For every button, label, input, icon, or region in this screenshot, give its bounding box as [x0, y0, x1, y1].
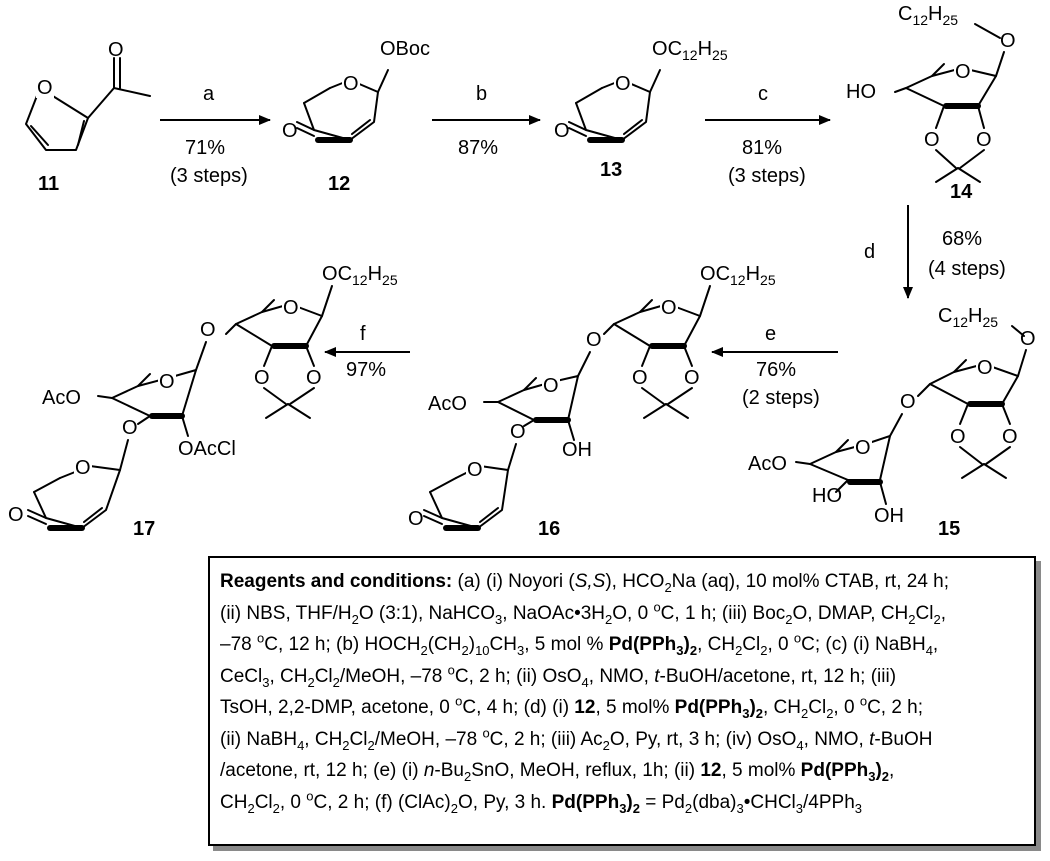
- ring-oxygen: O: [661, 297, 677, 319]
- ketone-oxygen: O: [408, 508, 424, 530]
- conditions-line-7: /acetone, rt, 12 h; (e) (i) n-Bu2SnO, Me…: [220, 760, 895, 784]
- step-d-note: (4 steps): [928, 258, 1006, 280]
- compound-12-structure: O O OBoc: [282, 38, 430, 143]
- compound-14-structure: C12H25 O O HO O O: [846, 3, 1016, 183]
- ring-oxygen: O: [343, 73, 359, 95]
- furan-oxygen: O: [37, 77, 53, 99]
- reaction-scheme: O O 11 a 71% (3 steps) O O OBoc 12 b 87%…: [8, 3, 1036, 540]
- acetonide-oxygen-1: O: [254, 367, 270, 389]
- acetonide-oxygen-1: O: [632, 367, 648, 389]
- conditions-line-8: CH2Cl2, 0 oC, 2 h; (f) (ClAc)2O, Py, 3 h…: [220, 788, 862, 816]
- step-c-yield: 81%: [742, 137, 782, 159]
- acetoxy-group: AcO: [748, 453, 787, 475]
- c12h25-chain: C12H25: [938, 305, 998, 330]
- compound-12-label: 12: [328, 173, 350, 195]
- acetoxy-group: AcO: [42, 387, 81, 409]
- acetonide-oxygen-2: O: [1002, 426, 1018, 448]
- compound-13-label: 13: [600, 159, 622, 181]
- compound-11-structure: O O: [25, 39, 151, 151]
- acetoxy-group: AcO: [428, 393, 467, 415]
- step-c-label: c: [758, 83, 768, 105]
- ring-oxygen-2: O: [855, 437, 871, 459]
- compound-16-label: 16: [538, 518, 560, 540]
- anomeric-oxygen: O: [1020, 328, 1036, 350]
- acetonide-oxygen-1: O: [950, 426, 966, 448]
- ketone-oxygen: O: [282, 120, 298, 142]
- compound-15-label: 15: [938, 518, 960, 540]
- conditions-line-2: (ii) NBS, THF/H2O (3:1), NaHCO3, NaOAc•3…: [220, 599, 946, 627]
- compound-11-label: 11: [38, 173, 59, 195]
- compound-17-structure: OC12H25 O O O O O AcO OAcCl O: [8, 263, 398, 531]
- carbonyl-oxygen: O: [108, 39, 124, 61]
- ring-oxygen-2: O: [543, 375, 559, 397]
- step-a-note: (3 steps): [170, 165, 248, 187]
- glycosidic-oxygen-1: O: [586, 329, 602, 351]
- glycosidic-oxygen-2: O: [510, 421, 526, 443]
- step-a-label: a: [203, 83, 215, 105]
- step-e-note: (2 steps): [742, 387, 820, 409]
- compound-17-label: 17: [133, 518, 155, 540]
- chloroacetoxy-group: OAcCl: [178, 438, 236, 460]
- oc12h25-group: OC12H25: [322, 263, 398, 288]
- acetonide-oxygen-1: O: [924, 129, 940, 151]
- step-e-label: e: [765, 323, 776, 345]
- step-f-yield: 97%: [346, 359, 386, 381]
- hydroxyl-group-2: OH: [874, 505, 904, 527]
- glycosidic-oxygen-2: O: [122, 417, 138, 439]
- step-e-yield: 76%: [756, 359, 796, 381]
- reagents-conditions-box: Reagents and conditions: (a) (i) Noyori …: [208, 556, 1036, 846]
- hydroxyl-group: HO: [846, 81, 876, 103]
- compound-13-structure: O O OC12H25: [554, 38, 728, 143]
- ring-oxygen: O: [283, 297, 299, 319]
- glycosidic-oxygen: O: [900, 391, 916, 413]
- conditions-line-5: TsOH, 2,2-DMP, acetone, 0 oC, 4 h; (d) (…: [220, 693, 924, 721]
- acetonide-oxygen-2: O: [976, 129, 992, 151]
- anomeric-oxygen: O: [1000, 30, 1016, 52]
- acetonide-oxygen-2: O: [306, 367, 322, 389]
- step-b-yield: 87%: [458, 137, 498, 159]
- compound-15-structure: C12H25 O O O O O O AcO HO OH: [748, 305, 1036, 527]
- conditions-line-3: –78 oC, 12 h; (b) HOCH2(CH2)10CH3, 5 mol…: [220, 630, 939, 658]
- step-b-label: b: [476, 83, 487, 105]
- ring-oxygen: O: [955, 61, 971, 83]
- oboc-group: OBoc: [380, 38, 430, 60]
- ring-oxygen-3: O: [467, 459, 483, 481]
- oc12h25-group: OC12H25: [700, 263, 776, 288]
- step-d-yield: 68%: [942, 228, 982, 250]
- acetonide-oxygen-2: O: [684, 367, 700, 389]
- step-a-yield: 71%: [185, 137, 225, 159]
- ketone-oxygen: O: [554, 120, 570, 142]
- ketone-oxygen: O: [8, 504, 24, 526]
- glycosidic-oxygen-1: O: [200, 319, 216, 341]
- step-d-label: d: [864, 241, 875, 263]
- c12h25-chain: C12H25: [898, 3, 958, 28]
- ring-oxygen: O: [615, 73, 631, 95]
- oc12h25-group: OC12H25: [652, 38, 728, 63]
- hydroxyl-group: OH: [562, 439, 592, 461]
- compound-16-structure: OC12H25 O O O O O AcO OH O: [408, 263, 776, 531]
- compound-14-label: 14: [950, 181, 973, 203]
- step-f-label: f: [360, 323, 366, 345]
- ring-oxygen: O: [977, 357, 993, 379]
- step-c-note: (3 steps): [728, 165, 806, 187]
- hydroxyl-group-1: HO: [812, 485, 842, 507]
- conditions-line-6: (ii) NaBH4, CH2Cl2/MeOH, –78 oC, 2 h; (i…: [220, 725, 933, 753]
- conditions-line-1: Reagents and conditions: (a) (i) Noyori …: [220, 571, 950, 595]
- ring-oxygen-3: O: [75, 457, 91, 479]
- ring-oxygen-2: O: [159, 371, 175, 393]
- conditions-line-4: CeCl3, CH2Cl2/MeOH, –78 oC, 2 h; (ii) Os…: [220, 662, 897, 690]
